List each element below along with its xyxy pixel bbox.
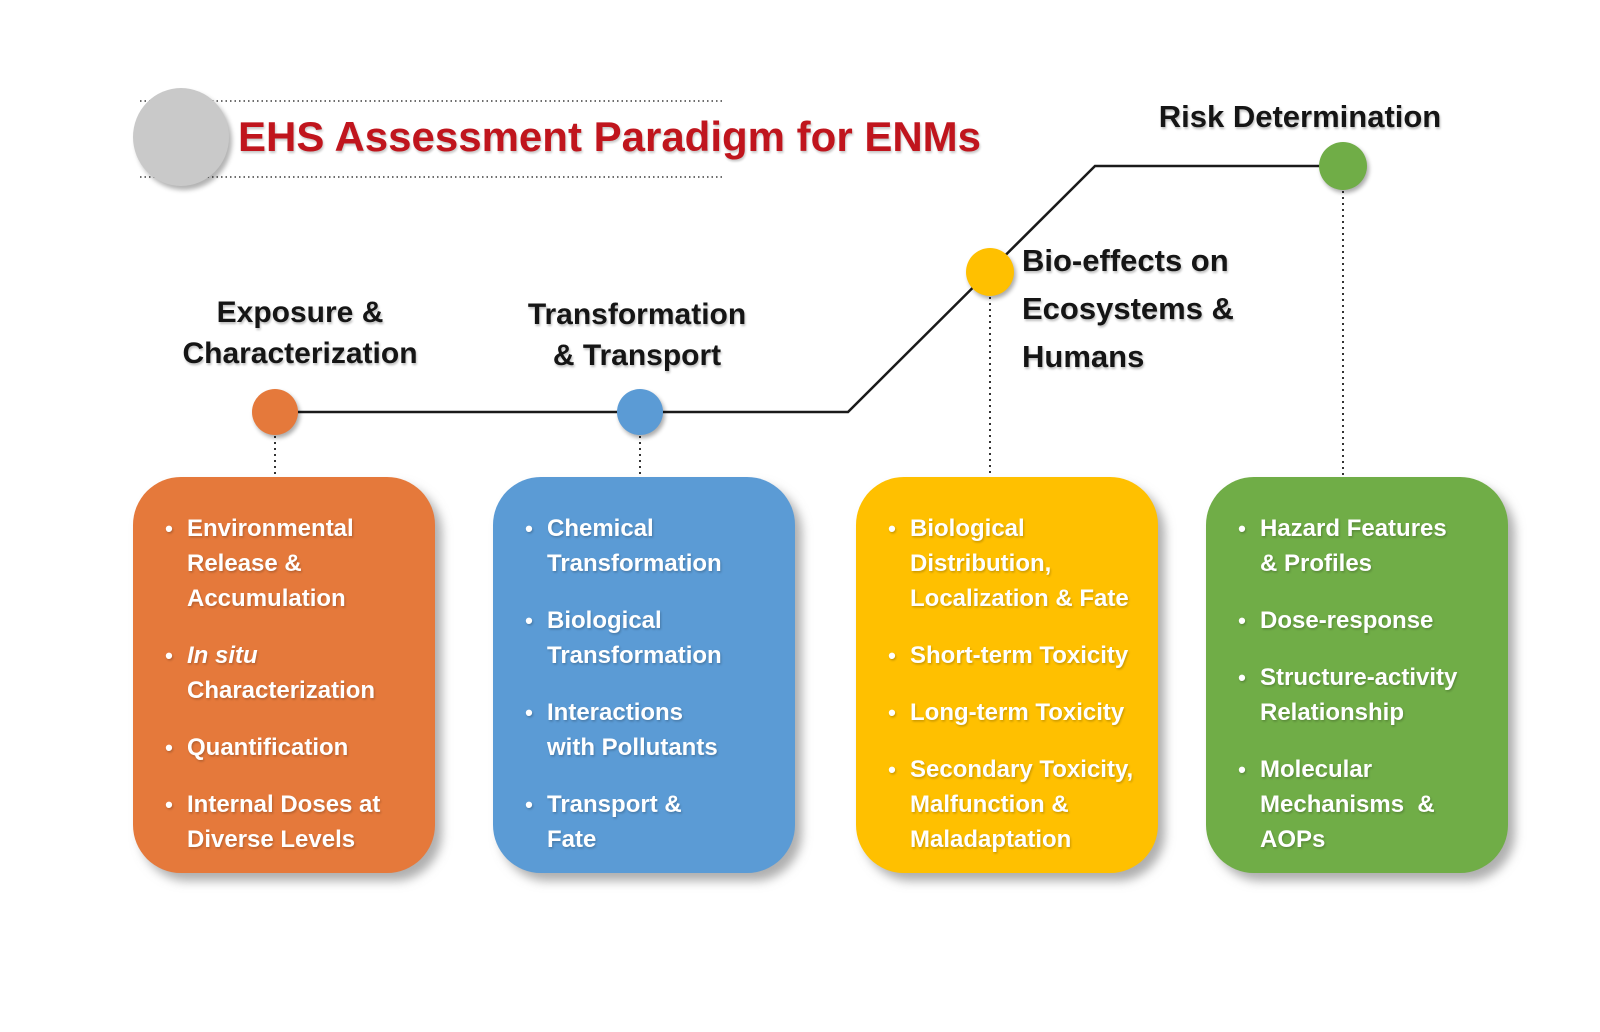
- list-item: • Transport & Fate: [493, 787, 795, 857]
- box-risk-determination: • Hazard Features & Profiles • Dose-response…: [1206, 477, 1508, 873]
- bullet-icon: •: [1238, 516, 1246, 541]
- node-label-risk: Risk Determination: [1130, 97, 1470, 137]
- list-item-line: Diverse Levels: [187, 826, 356, 853]
- list-item: • Dose-response: [1206, 603, 1508, 638]
- node-label-line: Humans: [1022, 339, 1145, 374]
- list-item-line: Localization & Fate: [910, 585, 1129, 612]
- list-item-line: Mechanisms &: [1260, 791, 1435, 818]
- bullet-icon: •: [525, 700, 533, 725]
- node-label-exposure: Exposure & Characterization: [158, 292, 442, 374]
- dotted-rule-bottom: [140, 176, 725, 178]
- bullet-icon: •: [1238, 608, 1246, 633]
- node-label-line: Bio-effects on: [1022, 243, 1229, 278]
- list-item-line: Quantification: [187, 734, 349, 761]
- node-label-transformation: Transformation & Transport: [495, 294, 779, 376]
- list-item: • Short-term Toxicity: [856, 638, 1158, 673]
- bullet-icon: •: [888, 516, 896, 541]
- list-item: • Interactions with Pollutants: [493, 695, 795, 765]
- list-item-line: Transformation: [547, 642, 722, 669]
- page-title: EHS Assessment Paradigm for ENMs: [238, 113, 982, 160]
- list-item-line: Environmental: [187, 515, 354, 542]
- bullet-icon: •: [1238, 665, 1246, 690]
- list-item-line: Long-term Toxicity: [910, 699, 1125, 726]
- title-bullet-circle: [133, 88, 229, 186]
- list-item-line: Distribution,: [910, 550, 1052, 577]
- bullet-icon: •: [525, 792, 533, 817]
- node-circle-risk: [1319, 142, 1367, 190]
- node-circle-transformation: [617, 389, 663, 435]
- list-item: • Long-term Toxicity: [856, 695, 1158, 730]
- list-item-line: Transport &: [547, 791, 682, 818]
- list-item-line: Accumulation: [187, 585, 346, 612]
- bullet-icon: •: [1238, 757, 1246, 782]
- list-item-line: Secondary Toxicity,: [910, 756, 1134, 783]
- node-label-line: Characterization: [182, 337, 418, 370]
- list-item-line: Short-term Toxicity: [910, 642, 1129, 669]
- list-item: • Secondary Toxicity, Malfunction & Maladap…: [856, 752, 1158, 857]
- list-item-line: Dose-response: [1260, 607, 1434, 634]
- list-item-line: Relationship: [1260, 699, 1405, 726]
- list-item-line: Chemical: [547, 515, 654, 542]
- list-item-line: Maladaptation: [910, 826, 1072, 853]
- list-item: • Hazard Features & Profiles: [1206, 511, 1508, 581]
- node-circle-bioeffects: [966, 248, 1014, 296]
- node-label-line: & Transport: [552, 339, 722, 372]
- bullet-icon: •: [165, 643, 173, 668]
- bullet-icon: •: [165, 792, 173, 817]
- node-label-line: Ecosystems &: [1022, 291, 1234, 326]
- list-item-line: Biological: [910, 515, 1025, 542]
- list-item-line: Characterization: [187, 677, 376, 704]
- bullet-icon: •: [888, 700, 896, 725]
- list-item-line: Release &: [187, 550, 302, 577]
- list-item-line: Structure-activity: [1260, 664, 1458, 691]
- dotted-rule-top: [140, 100, 725, 102]
- list-item-line: Transformation: [547, 550, 722, 577]
- bullet-icon: •: [165, 735, 173, 760]
- list-item: • Internal Doses at Diverse Levels: [133, 787, 435, 857]
- node-circle-exposure: [252, 389, 298, 435]
- list-item-line: & Profiles: [1260, 550, 1373, 577]
- list-item-line: Malfunction &: [910, 791, 1069, 818]
- list-item-line: Internal Doses at: [187, 791, 381, 818]
- list-item-line: Fate: [547, 826, 597, 853]
- bullet-icon: •: [525, 516, 533, 541]
- node-label-bioeffects: Bio-effects on Ecosystems & Humans: [1022, 237, 1322, 381]
- list-item-line: Molecular: [1260, 756, 1373, 783]
- list-item: • Quantification: [133, 730, 435, 765]
- bullet-icon: •: [888, 643, 896, 668]
- node-label-line: Transformation: [527, 298, 747, 331]
- list-item-line: Hazard Features: [1260, 515, 1447, 542]
- list-item-line: Biological: [547, 607, 662, 634]
- node-label-line: Exposure &: [216, 296, 384, 329]
- list-item-line: Interactions: [547, 699, 684, 726]
- list-item-line: In situ: [187, 642, 258, 669]
- list-item-line: AOPs: [1260, 826, 1326, 853]
- bullet-icon: •: [888, 757, 896, 782]
- list-item-line: with Pollutants: [547, 734, 718, 761]
- bullet-icon: •: [525, 608, 533, 633]
- node-label-line: Risk Determination: [1158, 99, 1442, 134]
- bullet-icon: •: [165, 516, 173, 541]
